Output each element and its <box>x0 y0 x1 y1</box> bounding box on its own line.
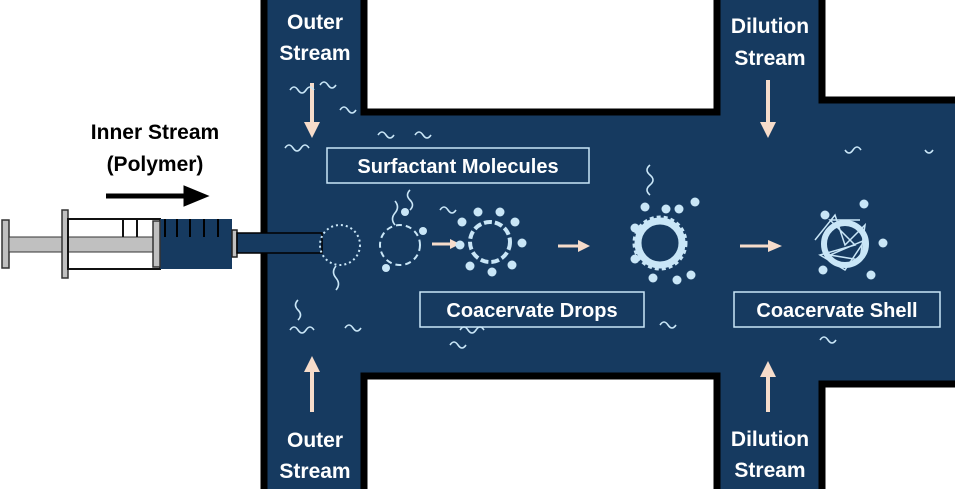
syringe-icon <box>1 209 323 279</box>
outer-stream-top-label-2: Stream <box>279 42 350 65</box>
surfactant-molecules <box>284 81 934 349</box>
coacervate-drops-label-box: Coacervate Drops <box>419 291 645 328</box>
up-arrow-icon <box>304 356 320 412</box>
coacervate-drop <box>455 207 527 277</box>
right-arrow-icon <box>740 240 782 252</box>
dilution-stream-top-label-2: Stream <box>734 47 805 70</box>
polymer-droplet <box>319 224 361 291</box>
inner-stream-sublabel: (Polymer) <box>107 153 204 176</box>
outer-stream-bottom-label: Outer <box>287 429 343 452</box>
coacervate-drops-label: Coacervate Drops <box>446 300 617 322</box>
dilution-stream-bottom-label-2: Stream <box>734 459 805 482</box>
coacervate-drop-surfactant-coated <box>630 197 700 285</box>
outer-stream-top-label: Outer <box>287 11 343 34</box>
flow-arrows <box>304 80 782 412</box>
surfactant-molecules-label-box: Surfactant Molecules <box>326 147 590 184</box>
microfluidic-channel <box>260 0 955 489</box>
up-arrow-icon <box>760 361 776 412</box>
surfactant-molecules-label: Surfactant Molecules <box>357 156 558 178</box>
down-arrow-icon <box>760 80 776 138</box>
coacervate-shell-label-box: Coacervate Shell <box>733 291 941 328</box>
coacervate-drop-forming <box>379 200 427 272</box>
dilution-stream-top-label: Dilution <box>731 15 809 38</box>
outer-stream-bottom-label-2: Stream <box>279 460 350 483</box>
inner-stream-label: Inner Stream <box>91 121 219 144</box>
right-arrow-icon <box>558 240 590 252</box>
down-arrow-icon <box>304 83 320 138</box>
right-arrow-icon <box>432 239 460 249</box>
coacervate-shell <box>814 199 888 280</box>
inner-stream-arrow <box>106 185 210 207</box>
coacervate-shell-label: Coacervate Shell <box>756 300 917 322</box>
dilution-stream-bottom-label: Dilution <box>731 428 809 451</box>
